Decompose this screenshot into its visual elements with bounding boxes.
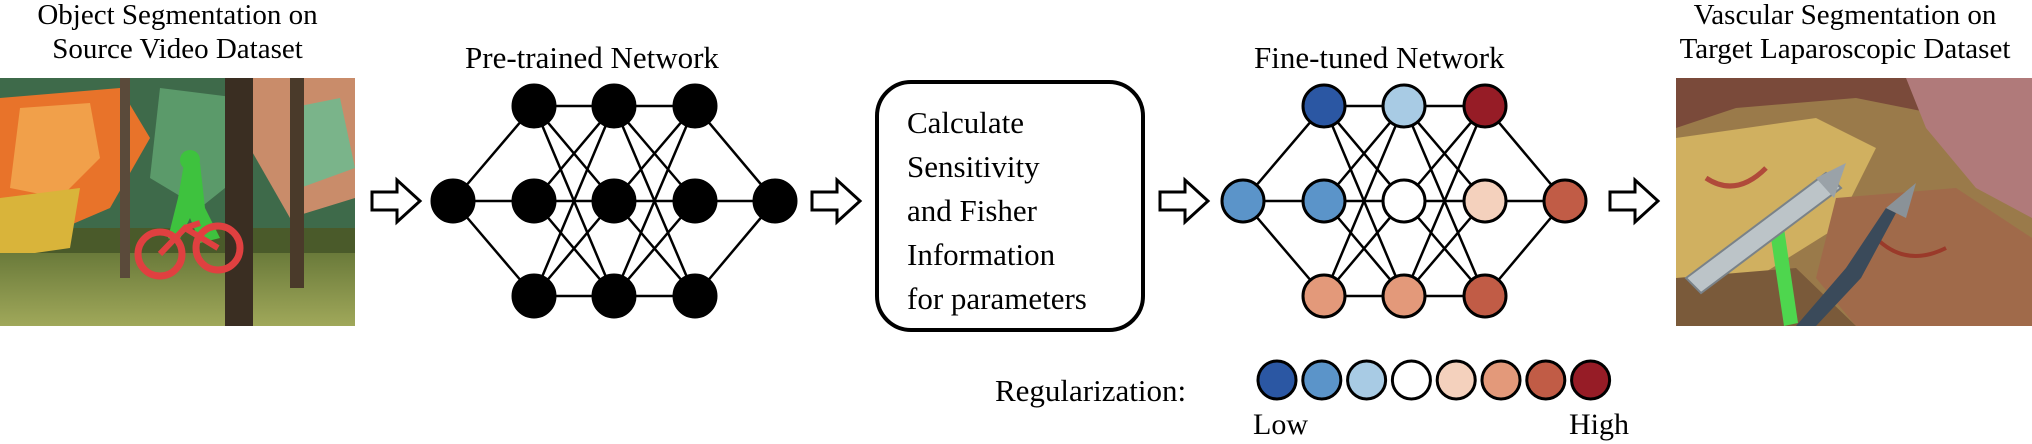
sensitivity-fisher-box: Calculate Sensitivity and Fisher Informa… <box>875 80 1145 332</box>
legend-swatch-2 <box>1301 359 1343 401</box>
finetuned-node-l2-n2 <box>1381 273 1427 319</box>
pretrained-node-l3-n1 <box>672 178 718 224</box>
legend-swatch-5 <box>1435 359 1477 401</box>
finetuned-node-l1-n1 <box>1301 178 1347 224</box>
pretrained-edge <box>532 105 616 297</box>
legend-swatch-8 <box>1570 359 1612 401</box>
finetuned-network-title: Fine-tuned Network <box>1254 40 1505 75</box>
pretrained-node-l3-n2 <box>672 273 718 319</box>
legend-swatch-7 <box>1525 359 1567 401</box>
finetuned-node-l4-n0 <box>1542 178 1588 224</box>
legend-high-label: High <box>1569 408 1629 441</box>
legend-swatch-1 <box>1256 359 1298 401</box>
finetuned-node-l2-n0 <box>1381 83 1427 129</box>
pretrained-network-title: Pre-trained Network <box>465 40 719 75</box>
source-caption-line-2: Source Video Dataset <box>52 33 303 65</box>
pretrained-node-l2-n0 <box>591 83 637 129</box>
pretrained-edge <box>612 105 697 297</box>
pretrained-node-l2-n2 <box>591 273 637 319</box>
pretrained-node-l1-n0 <box>511 83 557 129</box>
finetuned-node-l3-n2 <box>1462 273 1508 319</box>
process-line-2: Sensitivity <box>907 149 1040 184</box>
right-arrow-icon <box>1608 176 1661 226</box>
pretrained-node-l1-n2 <box>511 273 557 319</box>
finetuned-node-l1-n0 <box>1301 83 1347 129</box>
finetuned-node-l3-n0 <box>1462 83 1508 129</box>
target-caption-line-2: Target Laparoscopic Dataset <box>1679 33 2011 65</box>
process-line-5: for parameters <box>907 281 1087 316</box>
source-caption-line-1: Object Segmentation on <box>37 0 318 31</box>
process-line-3: and Fisher <box>907 193 1038 228</box>
right-arrow-icon <box>810 176 863 226</box>
legend-swatch-3 <box>1346 359 1388 401</box>
pretrained-node-l0-n0 <box>430 178 476 224</box>
source-caption: Object Segmentation on Source Video Data… <box>0 0 355 66</box>
process-line-1: Calculate <box>907 105 1025 140</box>
pretrained-node-l1-n1 <box>511 178 557 224</box>
legend-swatch-4 <box>1390 359 1432 401</box>
right-arrow-icon <box>1158 176 1211 226</box>
legend-swatch-6 <box>1480 359 1522 401</box>
pretrained-node-l4-n0 <box>752 178 798 224</box>
regularization-label: Regularization: <box>995 373 1187 408</box>
finetuned-node-l3-n1 <box>1462 178 1508 224</box>
pretrained-node-l3-n0 <box>672 83 718 129</box>
finetuned-edge <box>1322 105 1406 297</box>
finetuned-node-l0-n0 <box>1220 178 1266 224</box>
laparoscopic-image <box>1676 78 2032 326</box>
target-caption: Vascular Segmentation on Target Laparosc… <box>1658 0 2032 66</box>
process-line-4: Information <box>907 237 1056 272</box>
finetuned-edge <box>1402 105 1487 297</box>
finetuned-node-l2-n1 <box>1381 178 1427 224</box>
target-caption-line-1: Vascular Segmentation on <box>1693 0 1997 31</box>
right-arrow-icon <box>370 176 423 226</box>
legend-low-label: Low <box>1253 408 1308 441</box>
finetuned-node-l1-n2 <box>1301 273 1347 319</box>
source-video-image <box>0 78 355 326</box>
pretrained-node-l2-n1 <box>591 178 637 224</box>
